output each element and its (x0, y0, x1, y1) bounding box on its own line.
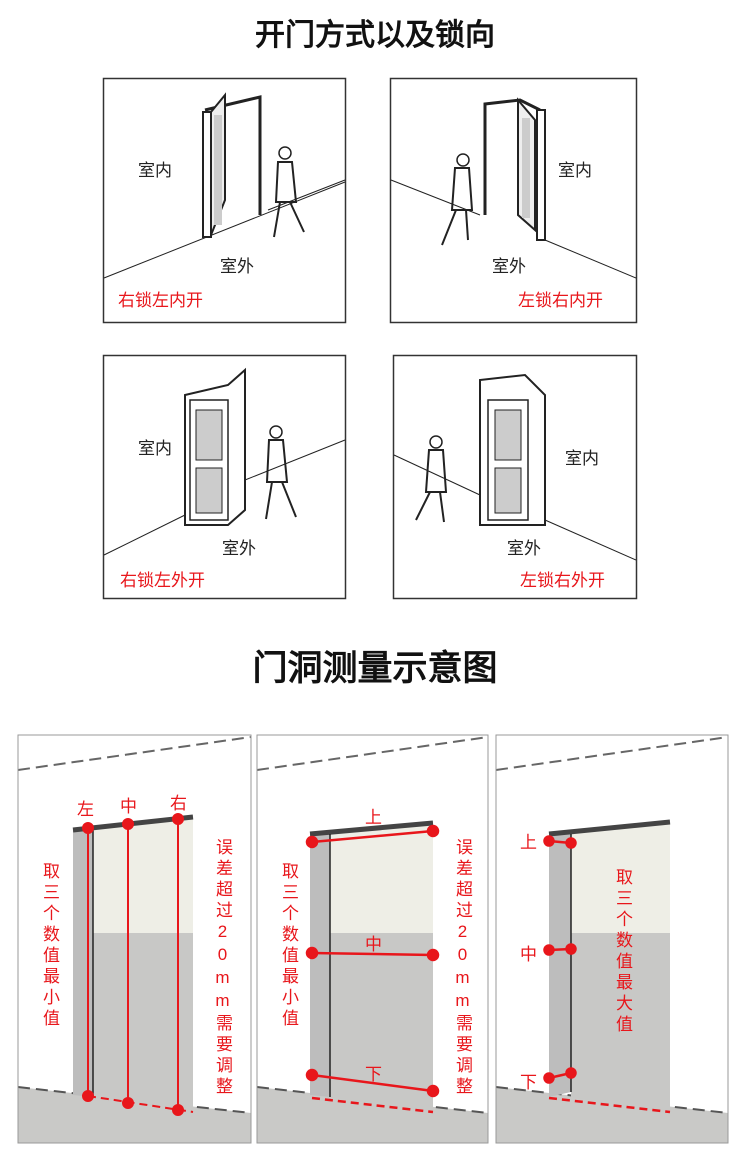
label-middle: 中 (120, 797, 137, 816)
outdoor-label: 室外 (507, 539, 541, 558)
section-title-measurement: 门洞测量示意图 (252, 649, 498, 688)
label-top: 上 (520, 833, 537, 852)
panel-caption: 右锁左外开 (120, 571, 205, 590)
label-left: 左 (77, 800, 94, 819)
label-right: 右 (170, 794, 187, 813)
indoor-label: 室内 (138, 161, 172, 180)
panel-caption: 左锁右外开 (520, 571, 605, 590)
note-min-value: 取三个数值最小值 (279, 862, 298, 1030)
indoor-label: 室内 (558, 161, 592, 180)
measure-panel-height (256, 734, 489, 1144)
note-tolerance: 误差超过20mm需要调整 (213, 838, 232, 1098)
panel-caption: 左锁右内开 (518, 291, 603, 310)
outdoor-label: 室外 (492, 257, 526, 276)
panel-caption: 右锁左内开 (118, 291, 203, 310)
label-bottom: 下 (365, 1065, 382, 1084)
outdoor-label: 室外 (220, 257, 254, 276)
label-bottom: 下 (520, 1073, 537, 1092)
note-min-value: 取三个数值最小值 (40, 862, 59, 1030)
label-top: 上 (365, 808, 382, 827)
outdoor-label: 室外 (222, 539, 256, 558)
door-panel-1 (102, 77, 347, 324)
label-middle: 中 (520, 945, 537, 964)
door-panel-4 (392, 354, 638, 600)
label-middle: 中 (365, 935, 382, 954)
door-panel-3 (102, 354, 347, 600)
measure-panel-width (17, 734, 252, 1144)
note-tolerance: 误差超过20mm需要调整 (453, 838, 472, 1098)
measure-panel-depth (495, 734, 729, 1144)
note-max-value: 取三个数值最大值 (613, 868, 632, 1036)
indoor-label: 室内 (138, 439, 172, 458)
section-title-door-opening: 开门方式以及锁向 (255, 19, 495, 52)
indoor-label: 室内 (565, 449, 599, 468)
door-panel-2 (389, 77, 638, 324)
